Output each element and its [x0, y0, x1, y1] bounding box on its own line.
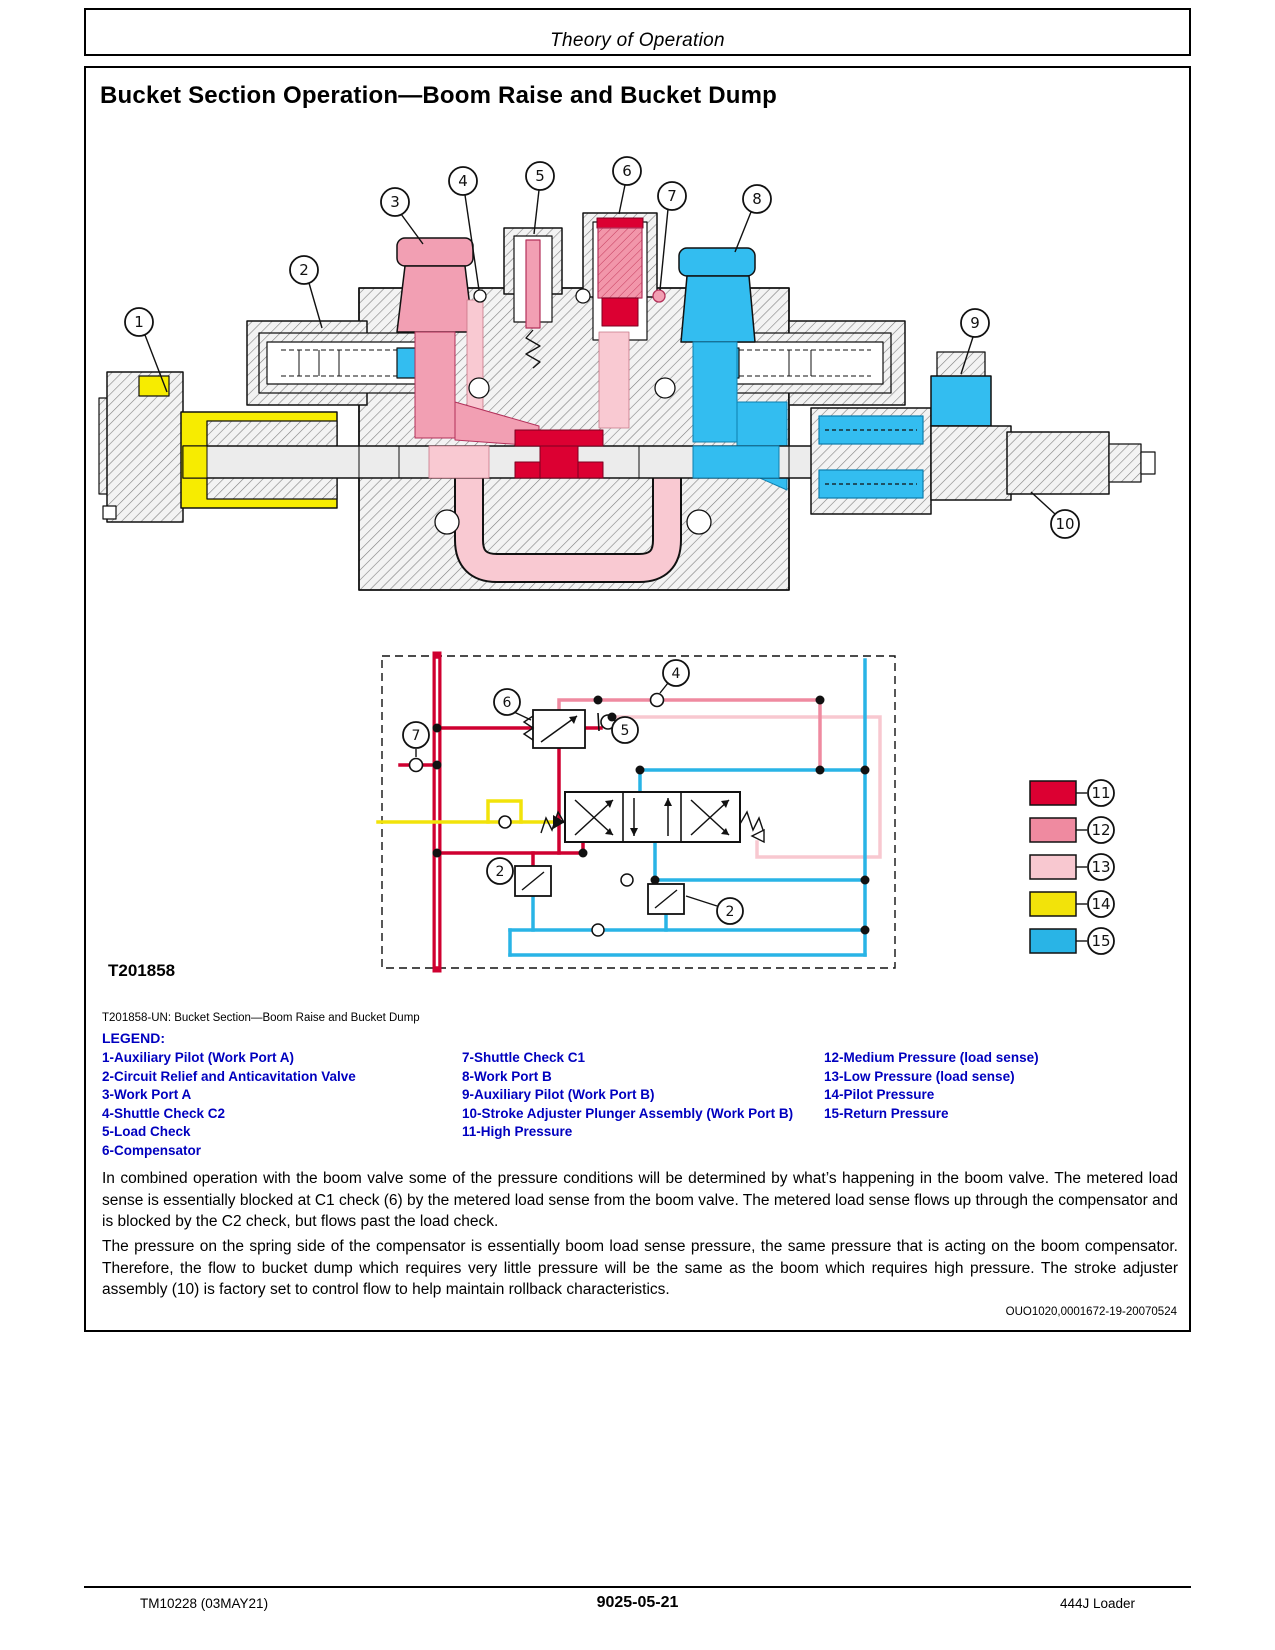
legend-column-1: 1-Auxiliary Pilot (Work Port A) 2-Circui… — [102, 1049, 462, 1160]
svg-text:2: 2 — [496, 864, 505, 880]
svg-text:6: 6 — [622, 162, 632, 180]
low-pressure-swatch — [1029, 854, 1077, 880]
legend-item: 4-Shuttle Check C2 — [102, 1105, 226, 1121]
stroke-adjuster-assembly — [810, 351, 1156, 515]
svg-text:7: 7 — [667, 187, 677, 205]
svg-text:9: 9 — [970, 314, 980, 332]
svg-text:6: 6 — [503, 695, 512, 711]
legend-item: 14-Pilot Pressure — [824, 1087, 935, 1102]
svg-text:8: 8 — [752, 190, 762, 208]
legend-item: 7-Shuttle Check C1 — [462, 1050, 586, 1065]
schematic-symbols — [408, 692, 765, 937]
legend-item: 12-Medium Pressure (load sense) — [824, 1050, 1039, 1065]
legend-item: 1-Auxiliary Pilot (Work Port A) — [102, 1050, 295, 1065]
legend-item: 10-Stroke Adjuster Plunger Assembly (Wor… — [462, 1105, 794, 1121]
legend-item: 15-Return Pressure — [824, 1105, 949, 1121]
medium-pressure-swatch — [1029, 817, 1077, 843]
legend-item: 13-Low Pressure (load sense) — [824, 1068, 1015, 1084]
legend-column-2: 7-Shuttle Check C1 8-Work Port B 9-Auxil… — [462, 1049, 824, 1160]
legend-item: 3-Work Port A — [102, 1087, 192, 1102]
legend-column-3: 12-Medium Pressure (load sense) 13-Low P… — [824, 1049, 1154, 1160]
body-paragraph-2: The pressure on the spring side of the c… — [102, 1238, 1178, 1298]
footer-divider — [84, 1586, 1191, 1588]
figure-caption: T201858-UN: Bucket Section—Boom Raise an… — [102, 1012, 420, 1024]
content-box: Bucket Section Operation—Boom Raise and … — [84, 66, 1191, 1332]
svg-text:3: 3 — [390, 193, 400, 211]
relief-valve-symbols — [514, 865, 685, 937]
legend-item: 6-Compensator — [102, 1142, 202, 1158]
xsec-callouts: 1 2 3 4 5 6 7 8 9 10 — [124, 156, 1080, 539]
return-pressure-swatch — [1029, 928, 1077, 954]
section-title: Bucket Section Operation—Boom Raise and … — [100, 82, 777, 109]
svg-text:2: 2 — [726, 904, 735, 920]
svg-text:4: 4 — [672, 666, 681, 682]
svg-text:11: 11 — [1091, 784, 1110, 802]
schematic-boundary — [381, 655, 896, 969]
svg-text:7: 7 — [412, 728, 421, 744]
svg-text:13: 13 — [1091, 858, 1110, 876]
valve-body-section — [98, 212, 1156, 591]
work-port-a — [396, 237, 474, 333]
body-paragraph-1: In combined operation with the boom valv… — [102, 1170, 1178, 1230]
svg-text:2: 2 — [299, 261, 309, 279]
svg-text:14: 14 — [1091, 895, 1110, 913]
pressure-color-legend: 11 12 13 14 15 — [1029, 779, 1115, 955]
svg-text:5: 5 — [535, 167, 545, 185]
schematic-callouts: 4 5 6 7 2 2 — [402, 659, 744, 925]
junction-dots — [432, 695, 870, 935]
legend-item: 9-Auxiliary Pilot (Work Port B) — [462, 1087, 655, 1102]
load-check — [513, 235, 553, 369]
cross-section-diagram: 1 2 3 4 5 6 7 8 9 10 — [98, 156, 1156, 591]
schematic-lines — [376, 651, 882, 973]
ports — [434, 288, 712, 535]
doc-ref: OUO1020,0001672-19-20070524 — [1005, 1306, 1177, 1318]
compensator — [592, 217, 648, 341]
svg-text:5: 5 — [621, 723, 630, 739]
legend-item: 2-Circuit Relief and Anticavitation Valv… — [102, 1068, 356, 1084]
footer-manual-number: TM10228 (03MAY21) — [140, 1596, 269, 1611]
page-header: Theory of Operation — [84, 8, 1191, 56]
svg-text:4: 4 — [458, 172, 468, 190]
svg-text:10: 10 — [1055, 515, 1074, 533]
footer-model: 444J Loader — [1059, 1596, 1135, 1611]
legend-item: 11-High Pressure — [462, 1124, 573, 1139]
footer-page-number: 9025-05-21 — [596, 1594, 679, 1611]
pressure-passages — [414, 299, 788, 583]
legend-columns: 1-Auxiliary Pilot (Work Port A) 2-Circui… — [102, 1049, 1154, 1160]
hydraulic-schematic: 4 5 6 7 2 2 11 12 13 14 — [376, 651, 1115, 973]
figure-id: T201858 — [108, 961, 176, 980]
svg-text:1: 1 — [134, 313, 144, 331]
high-pressure-swatch — [1029, 780, 1077, 806]
svg-text:15: 15 — [1091, 932, 1110, 950]
work-port-b — [678, 247, 756, 343]
svg-text:12: 12 — [1091, 821, 1110, 839]
pilot-pressure-swatch — [1029, 891, 1077, 917]
legend-title: LEGEND: — [102, 1030, 165, 1046]
directional-valve-symbol — [540, 791, 765, 844]
legend-item: 8-Work Port B — [462, 1068, 552, 1084]
legend-item: 5-Load Check — [102, 1124, 191, 1139]
header-title: Theory of Operation — [550, 30, 725, 51]
